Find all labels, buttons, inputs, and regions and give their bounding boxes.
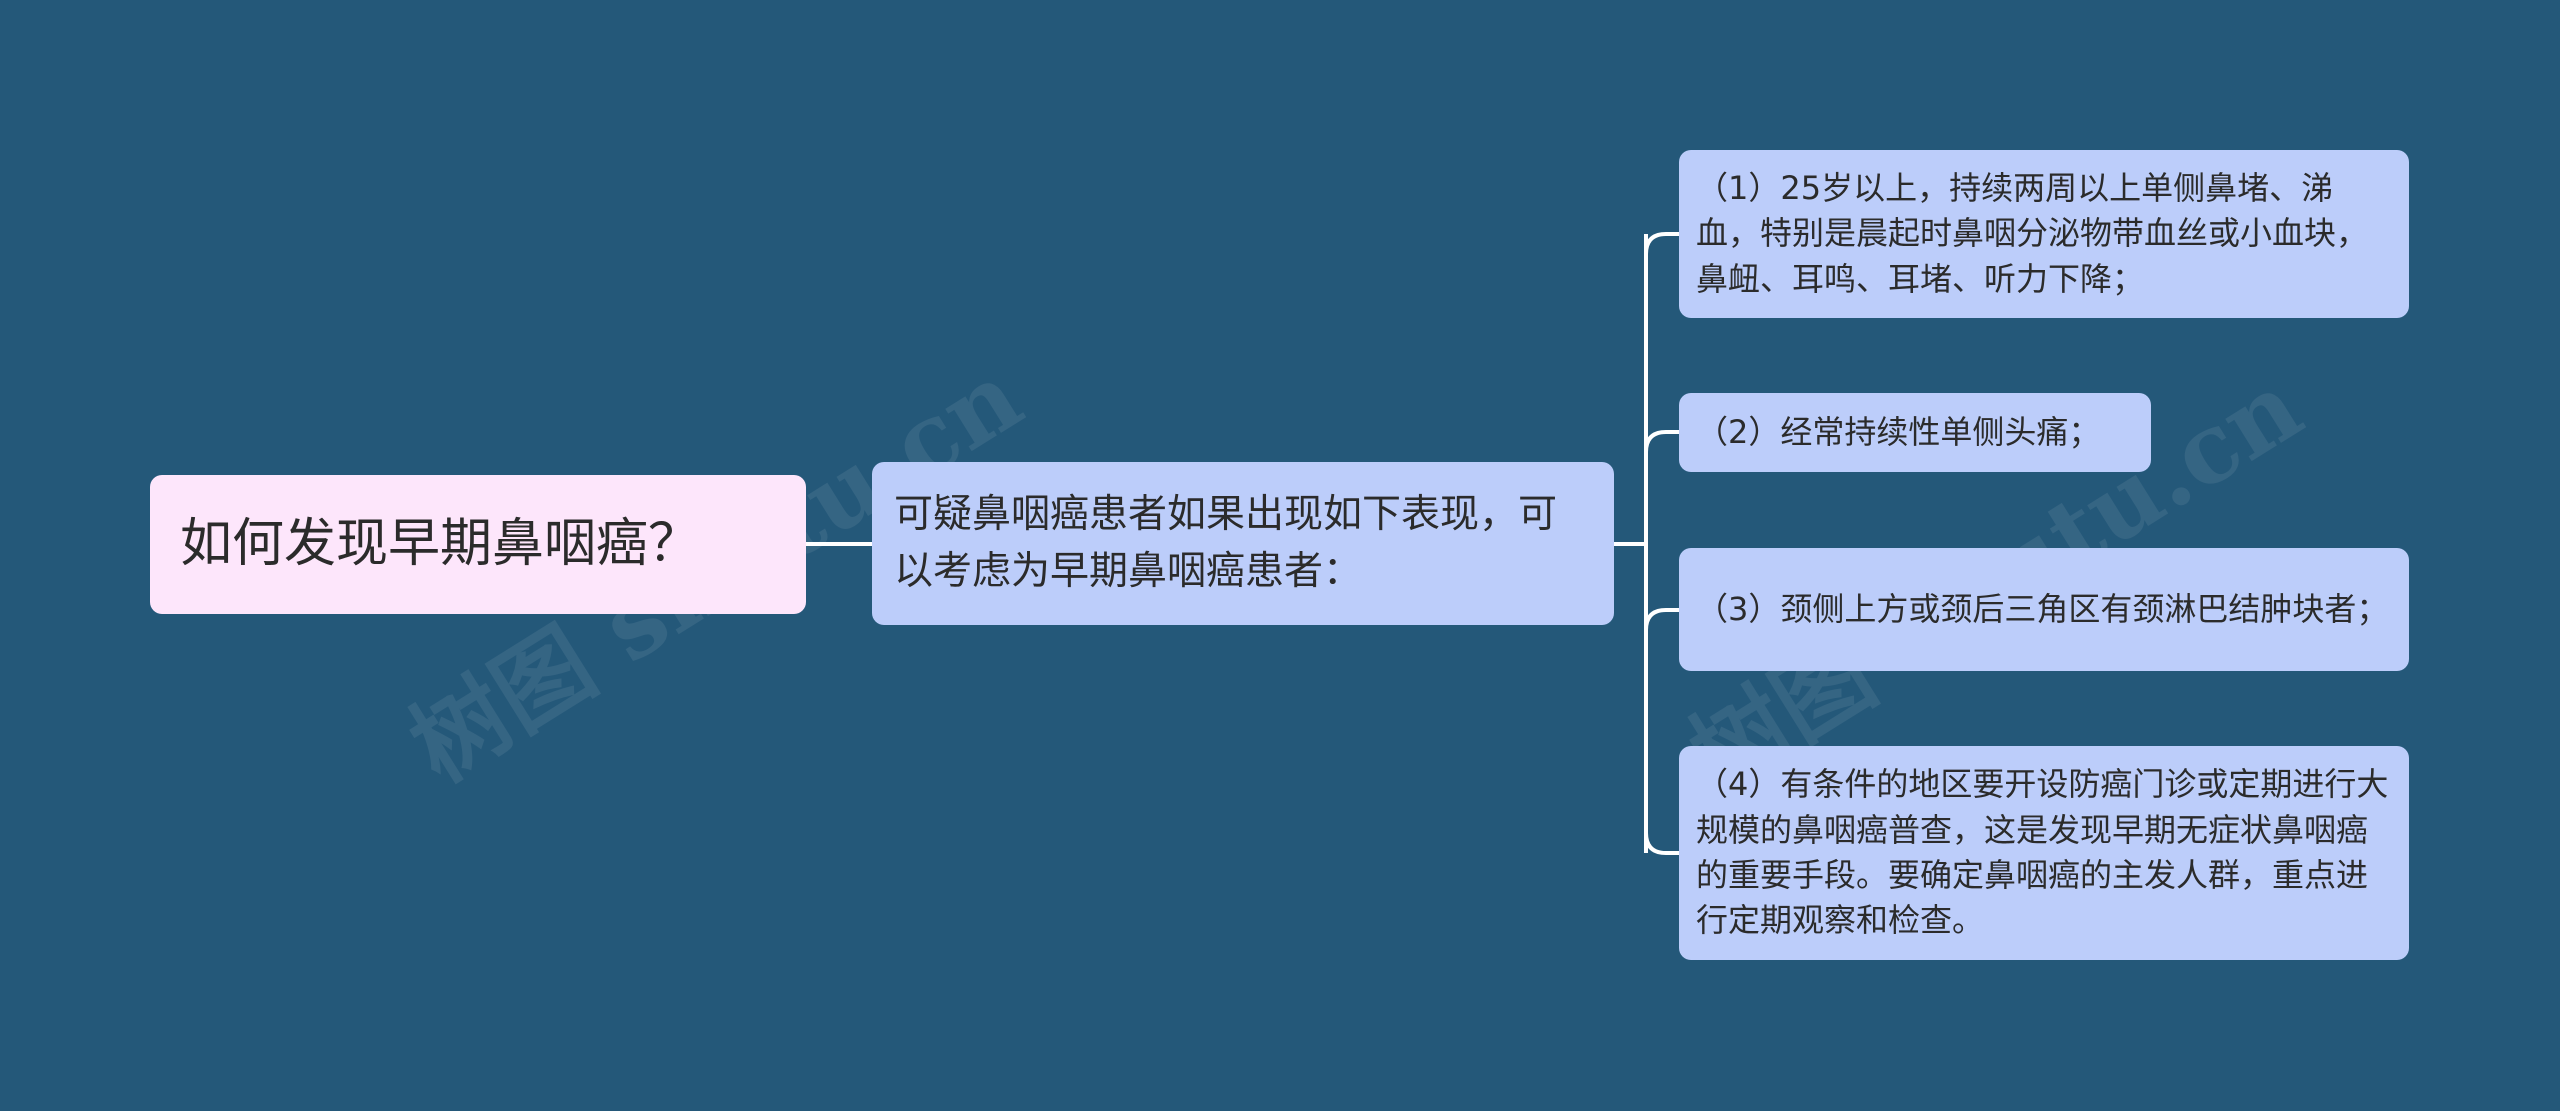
leaf-topic-node-1[interactable]: （1）25岁以上，持续两周以上单侧鼻堵、涕血，特别是晨起时鼻咽分泌物带血丝或小血…	[1679, 150, 2409, 318]
leaf-topic-node-4[interactable]: （4）有条件的地区要开设防癌门诊或定期进行大规模的鼻咽癌普查，这是发现早期无症状…	[1679, 746, 2409, 960]
branch-to-leaf-trunk	[1614, 234, 1648, 853]
branch-to-leaf-connector	[1644, 232, 1679, 255]
branch-to-leaf-connector	[1644, 832, 1679, 855]
leaf-topic-text: （1）25岁以上，持续两周以上单侧鼻堵、涕血，特别是晨起时鼻咽分泌物带血丝或小血…	[1696, 168, 2369, 298]
leaf-topic-text: （2）经常持续性单侧头痛；	[1696, 412, 2101, 451]
leaf-topic-text: （3）颈侧上方或颈后三角区有颈淋巴结肿块者；	[1696, 589, 2389, 628]
branch-to-leaf-connector	[1644, 430, 1679, 453]
root-topic-node[interactable]: 如何发现早期鼻咽癌？	[150, 475, 806, 614]
branch-topic-text: 可疑鼻咽癌患者如果出现如下表现，可以考虑为早期鼻咽癌患者：	[894, 491, 1558, 594]
branch-topic-node[interactable]: 可疑鼻咽癌患者如果出现如下表现，可以考虑为早期鼻咽癌患者：	[872, 462, 1614, 625]
leaf-topic-node-2[interactable]: （2）经常持续性单侧头痛；	[1679, 393, 2151, 472]
leaf-topic-text: （4）有条件的地区要开设防癌门诊或定期进行大规模的鼻咽癌普查，这是发现早期无症状…	[1696, 765, 2389, 940]
branch-to-leaf-connector	[1644, 608, 1679, 631]
leaf-topic-node-3[interactable]: （3）颈侧上方或颈后三角区有颈淋巴结肿块者；	[1679, 548, 2409, 671]
root-topic-text: 如何发现早期鼻咽癌？	[180, 513, 701, 574]
